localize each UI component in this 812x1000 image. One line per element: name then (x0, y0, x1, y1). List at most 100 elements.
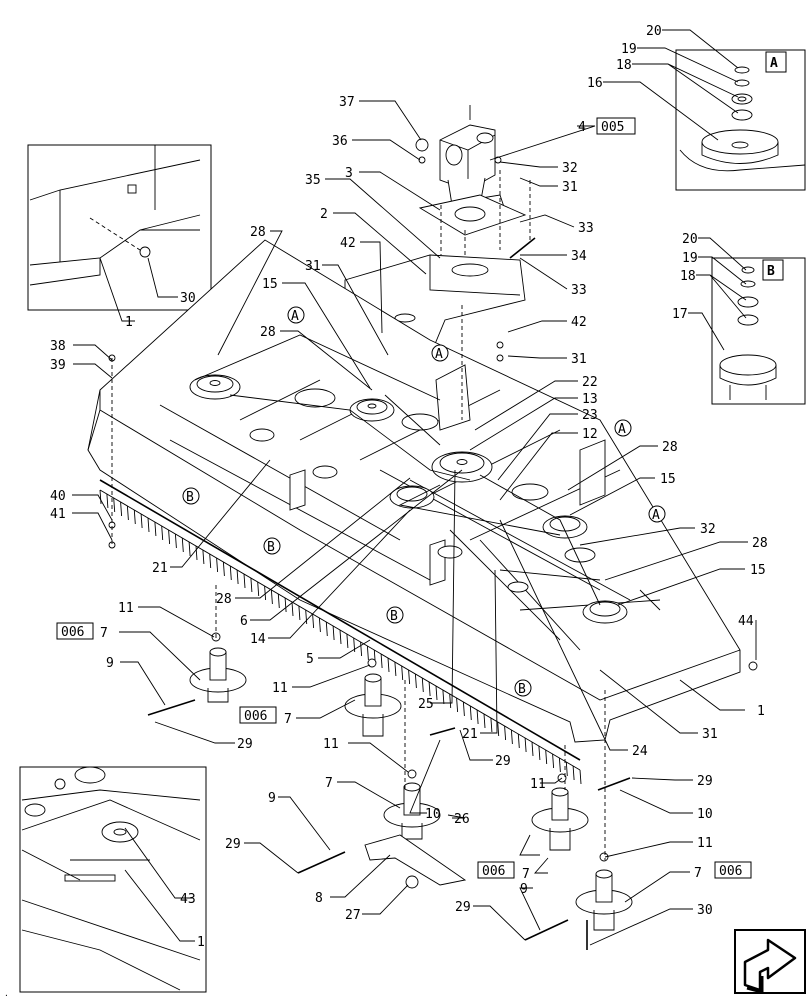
part-numbers: 20 19 18 16 20 19 18 17 37 36 4 32 31 3 … (50, 24, 768, 950)
part-19: 19 (621, 42, 637, 57)
blade-guard-teeth (99, 479, 582, 785)
part-2: 2 (320, 207, 328, 222)
plate-3 (418, 194, 527, 236)
part-11-d: 11 (530, 777, 546, 792)
part-44: 44 (738, 614, 754, 629)
part-15-b: 15 (660, 472, 676, 487)
part-37: 37 (339, 95, 355, 110)
part-35: 35 (305, 173, 321, 188)
part-7-c: 7 (325, 776, 333, 791)
part-8: 8 (315, 891, 323, 906)
inset-top-left (27, 144, 212, 311)
part-1-b: 1 (125, 315, 133, 330)
part-22: 22 (582, 375, 598, 390)
part-26: 26 (454, 812, 470, 827)
part-25: 25 (418, 697, 434, 712)
part-30-b: 30 (697, 903, 713, 918)
part-9: 9 (106, 656, 114, 671)
part-42-b: 42 (571, 315, 587, 330)
leader-lines (72, 29, 757, 946)
part-28-c: 28 (662, 440, 678, 455)
part-20-b: 20 (682, 232, 698, 247)
part-38: 38 (50, 339, 66, 354)
part-20: 20 (646, 24, 662, 39)
detail-b-panel: B (711, 257, 806, 405)
part-21-b: 21 (462, 727, 478, 742)
part-29-e: 29 (455, 900, 471, 915)
part-31-b: 31 (305, 259, 321, 274)
blade-8 (364, 834, 467, 886)
part-43: 43 (180, 892, 196, 907)
part-31-c: 31 (571, 352, 587, 367)
callout-a-4: A (652, 508, 660, 523)
ref-006-b: 006 (244, 709, 267, 724)
part-23: 23 (582, 408, 598, 423)
detail-a-panel: A (675, 49, 806, 191)
callout-a-3: A (618, 422, 626, 437)
part-11-e: 11 (697, 836, 713, 851)
part-9-c: 9 (520, 882, 528, 897)
part-34: 34 (571, 249, 587, 264)
part-29-d: 29 (225, 837, 241, 852)
part-7-b: 7 (284, 712, 292, 727)
part-28-e: 28 (216, 592, 232, 607)
part-1: 1 (757, 704, 765, 719)
part-12: 12 (582, 427, 598, 442)
part-3: 3 (345, 166, 353, 181)
part-15-c: 15 (750, 563, 766, 578)
part-6: 6 (240, 614, 248, 629)
part-31: 31 (562, 180, 578, 195)
callout-b-4: B (518, 682, 526, 697)
callout-b-2: B (267, 540, 275, 555)
part-29: 29 (237, 737, 253, 752)
part-18-b: 18 (680, 269, 696, 284)
part-1-c: 1 (197, 935, 205, 950)
reference-boxes: 005 006 006 006 006 (56, 117, 752, 879)
part-42: 42 (340, 236, 356, 251)
part-28-b: 28 (260, 325, 276, 340)
part-36: 36 (332, 134, 348, 149)
part-30: 30 (180, 291, 196, 306)
part-40: 40 (50, 489, 66, 504)
part-16: 16 (587, 76, 603, 91)
part-11: 11 (118, 601, 134, 616)
part-32-b: 32 (700, 522, 716, 537)
part-39: 39 (50, 358, 66, 373)
detail-a-marker: A (770, 56, 778, 71)
ref-006-d: 006 (719, 864, 742, 879)
part-19-b: 19 (682, 251, 698, 266)
part-14: 14 (250, 632, 266, 647)
part-11-b: 11 (272, 681, 288, 696)
inset-bottom-left (19, 766, 207, 993)
ref-005: 005 (601, 120, 624, 135)
callout-b-1: B (186, 490, 194, 505)
detail-b-marker: B (767, 264, 775, 279)
callout-a-1: A (291, 309, 299, 324)
part-27: 27 (345, 908, 361, 923)
part-32: 32 (562, 161, 578, 176)
ref-006-a: 006 (61, 625, 84, 640)
pulley-system (189, 334, 628, 624)
ref-006-c: 006 (482, 864, 505, 879)
part-18: 18 (616, 58, 632, 73)
part-31-d: 31 (702, 727, 718, 742)
alignment-lines (111, 170, 606, 860)
part-29-b: 29 (495, 754, 511, 769)
part-13: 13 (582, 392, 598, 407)
part-10: 10 (425, 807, 441, 822)
part-29-c: 29 (697, 774, 713, 789)
part-7-e: 7 (694, 866, 702, 881)
part-33-b: 33 (571, 283, 587, 298)
part-5: 5 (306, 652, 314, 667)
part-11-c: 11 (323, 737, 339, 752)
nut-27 (405, 875, 419, 889)
part-33: 33 (578, 221, 594, 236)
svg-text:.: . (4, 989, 9, 998)
part-9-b: 9 (268, 791, 276, 806)
next-page-arrow-icon[interactable] (734, 929, 806, 994)
part-21: 21 (152, 561, 168, 576)
part-28-d: 28 (752, 536, 768, 551)
circled-callouts: A A A A B B B B (182, 306, 666, 697)
